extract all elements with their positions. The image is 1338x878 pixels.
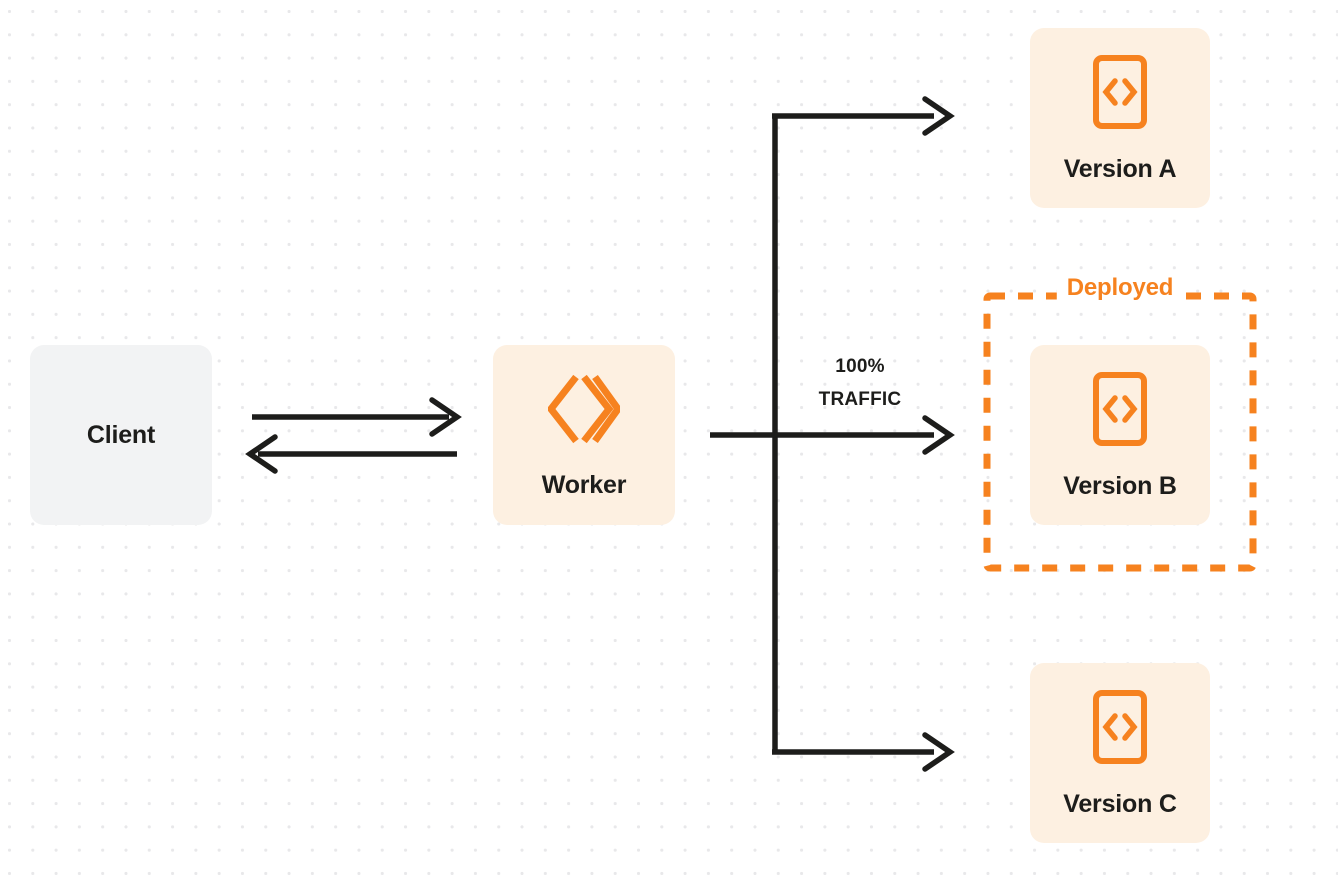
- node-version-a-label: Version A: [1063, 155, 1177, 183]
- code-file-icon: [1090, 689, 1150, 770]
- traffic-word: TRAFFIC: [818, 389, 902, 411]
- arrow-client-to-worker: [252, 397, 462, 437]
- deployed-dashed-border: [983, 292, 1257, 572]
- arrow-worker-to-version-c: [772, 732, 955, 772]
- node-worker[interactable]: Worker: [493, 345, 675, 525]
- arrow-worker-to-version-a: [772, 96, 955, 136]
- node-version-c-label: Version C: [1063, 790, 1177, 818]
- node-version-b-label: Version B: [1063, 472, 1177, 500]
- deployed-frame: Deployed: [983, 276, 1257, 572]
- node-client-label: Client: [86, 420, 156, 449]
- node-worker-label: Worker: [541, 471, 627, 499]
- node-client[interactable]: Client: [30, 345, 212, 525]
- traffic-label: 100% TRAFFIC: [790, 350, 930, 417]
- arrow-worker-to-version-b: [710, 415, 955, 455]
- arrow-worker-to-client: [245, 434, 457, 474]
- code-file-icon: [1090, 54, 1150, 135]
- node-version-b[interactable]: Version B: [1030, 345, 1210, 525]
- code-file-icon: [1090, 371, 1150, 452]
- traffic-percent: 100%: [835, 356, 885, 377]
- cloudflare-workers-logo-icon: [546, 372, 623, 451]
- node-version-c[interactable]: Version C: [1030, 663, 1210, 843]
- node-version-a[interactable]: Version A: [1030, 28, 1210, 208]
- deployed-badge: Deployed: [1056, 276, 1184, 300]
